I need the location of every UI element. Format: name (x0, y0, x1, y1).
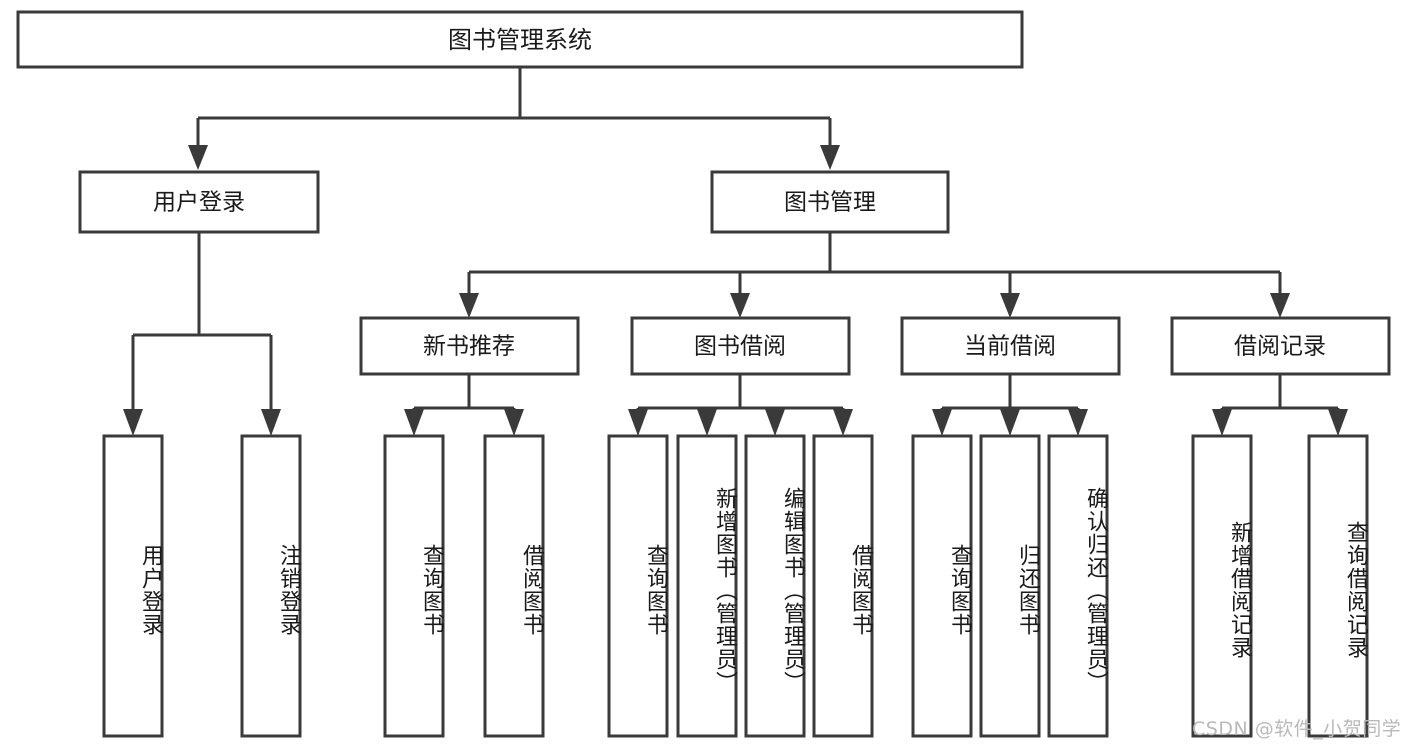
user-login-label: 用户登录 (153, 190, 245, 216)
arrow-new-book-recommend (459, 293, 479, 318)
leaf-box-query-book-3[interactable] (911, 434, 973, 738)
arrow-book-manage (820, 145, 840, 170)
leaf-box-user-login[interactable] (102, 434, 164, 738)
book-manage-label: 图书管理 (784, 190, 876, 216)
leaf-box-add-record[interactable] (1191, 434, 1253, 738)
root-label: 图书管理系统 (448, 26, 592, 54)
root-box[interactable] (16, 10, 1024, 69)
leaf-box-query-book-1[interactable] (383, 434, 445, 738)
new-book-recommend-label: 新书推荐 (423, 334, 515, 360)
arrow-leaf-logout (261, 409, 281, 436)
book-borrow-label: 图书借阅 (694, 334, 786, 360)
arrow-user-login (188, 145, 208, 170)
arrow-leaf-query-record (1328, 409, 1348, 436)
borrow-record-box[interactable] (1170, 316, 1391, 376)
arrow-borrow-record (1270, 293, 1290, 318)
arrow-leaf-borrow-book-2 (833, 409, 853, 436)
arrow-leaf-query-book-3 (932, 409, 952, 436)
book-borrow-box[interactable] (630, 316, 851, 376)
node-new-book-recommend[interactable]: 新书推荐 (359, 316, 580, 376)
leaf-box-borrow-book-1[interactable] (483, 434, 545, 738)
arrow-leaf-add-book (697, 409, 717, 436)
node-borrow-record[interactable]: 借阅记录 (1170, 316, 1391, 376)
book-manage-box[interactable] (710, 170, 950, 234)
arrow-book-borrow (730, 293, 750, 318)
arrow-leaf-return-book (1000, 409, 1020, 436)
arrow-leaf-edit-book (765, 409, 785, 436)
leaf-box-edit-book[interactable] (744, 434, 806, 738)
arrow-leaf-query-book-2 (628, 409, 648, 436)
new-book-recommend-box[interactable] (359, 316, 580, 376)
arrow-leaf-query-book-1 (404, 409, 424, 436)
node-user-login[interactable]: 用户登录 (78, 170, 320, 234)
leaf-box-add-book[interactable] (676, 434, 738, 738)
borrow-record-label: 借阅记录 (1234, 334, 1326, 360)
node-current-borrow[interactable]: 当前借阅 (900, 316, 1121, 376)
arrow-leaf-borrow-book-1 (504, 409, 524, 436)
node-book-manage[interactable]: 图书管理 (710, 170, 950, 234)
arrow-current-borrow (1000, 293, 1020, 318)
watermark: CSDN @软件_小贺同学 (1192, 718, 1402, 740)
node-root[interactable]: 图书管理系统 (16, 10, 1024, 69)
leaf-box-return-book[interactable] (979, 434, 1041, 738)
arrow-leaf-add-record (1212, 409, 1232, 436)
arrow-leaf-user-login (123, 409, 143, 436)
leaf-box-confirm-return[interactable] (1047, 434, 1109, 738)
current-borrow-box[interactable] (900, 316, 1121, 376)
leaf-box-query-book-2[interactable] (607, 434, 669, 738)
leaf-box-query-record[interactable] (1307, 434, 1369, 738)
node-book-borrow[interactable]: 图书借阅 (630, 316, 851, 376)
current-borrow-label: 当前借阅 (964, 334, 1056, 360)
leaf-box-logout-login[interactable] (240, 434, 302, 738)
leaf-box-borrow-book-2[interactable] (812, 434, 874, 738)
arrow-leaf-confirm-return (1068, 409, 1088, 436)
